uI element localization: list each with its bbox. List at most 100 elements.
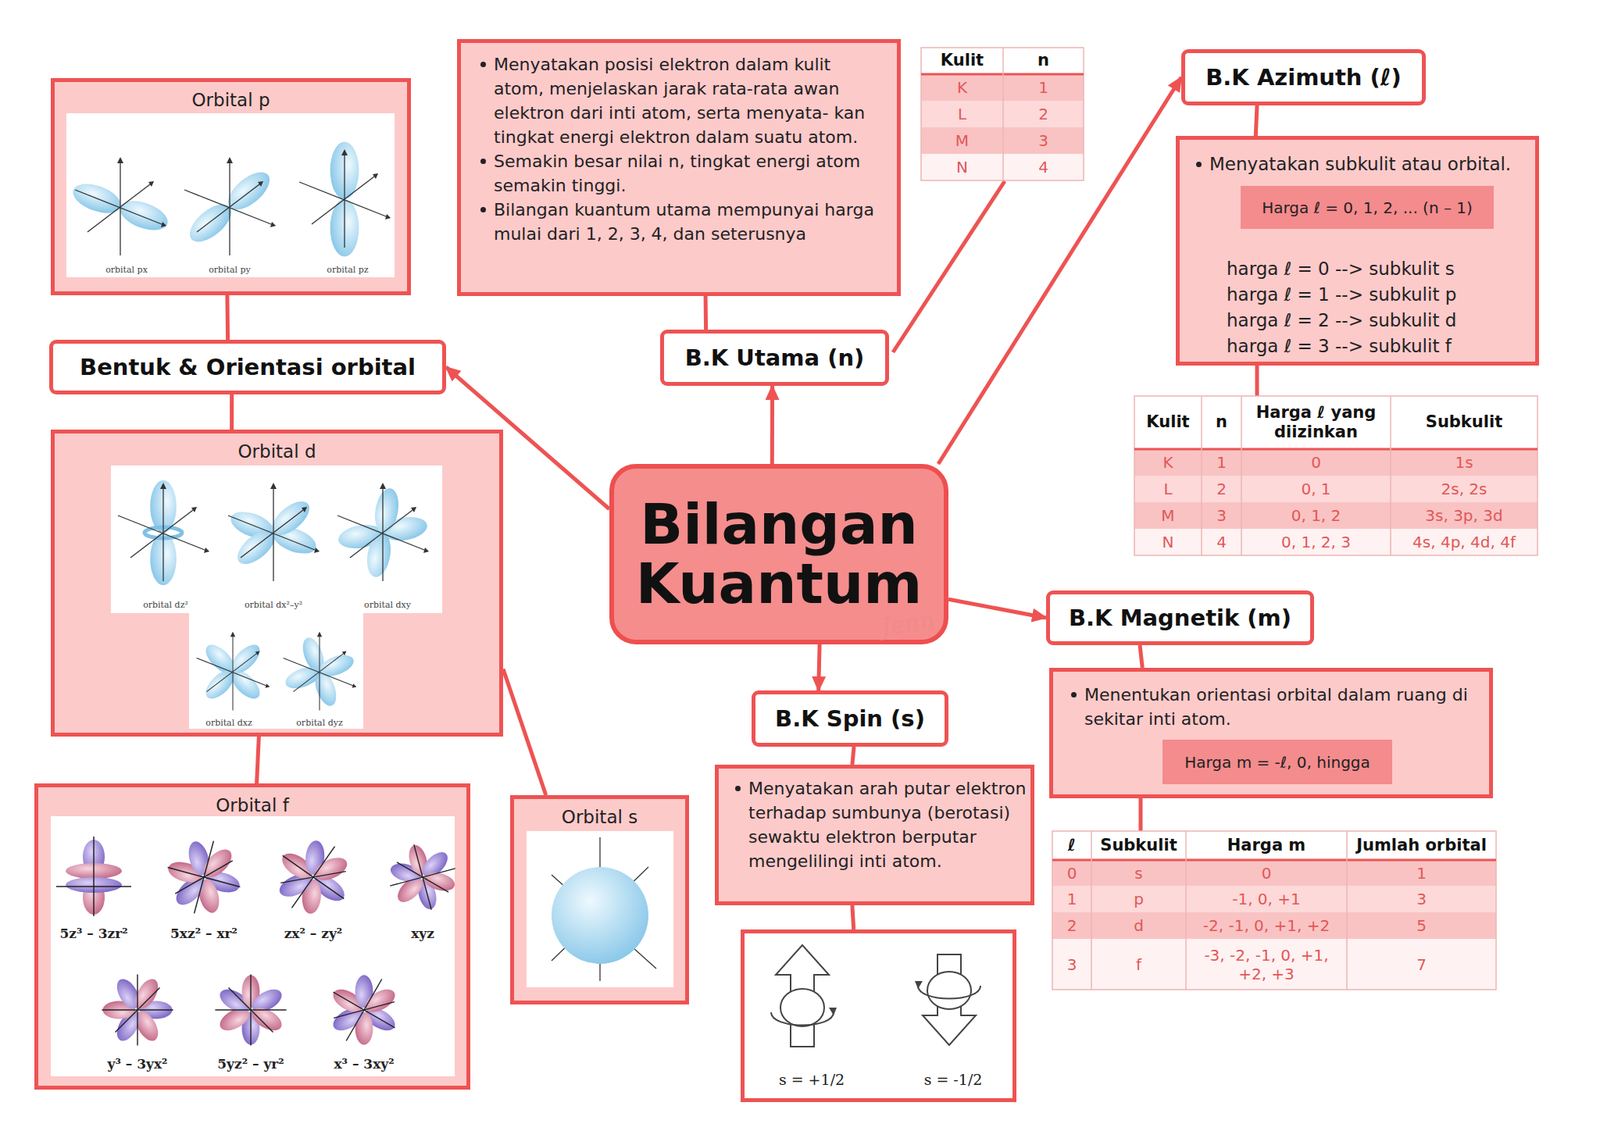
connector-line bbox=[703, 296, 709, 330]
d-orbital bbox=[227, 482, 320, 582]
table-row-bg bbox=[1052, 912, 1497, 940]
p-orbital bbox=[299, 141, 391, 257]
panel-title: Orbital s bbox=[514, 807, 686, 828]
table-row-bg bbox=[1134, 475, 1538, 503]
table-cell: 1 bbox=[1052, 885, 1092, 913]
table-cell: M bbox=[1134, 502, 1202, 529]
f-orbital bbox=[157, 831, 250, 924]
rotation-head bbox=[828, 1007, 837, 1016]
bullet-text: Bilangan kuantum utama mempunyai harga m… bbox=[493, 197, 886, 247]
axis-line bbox=[56, 885, 132, 888]
table-cell: 2 bbox=[1003, 100, 1084, 128]
table-row-bg bbox=[921, 153, 1084, 181]
axes bbox=[196, 632, 271, 711]
image-panel bbox=[526, 831, 674, 988]
d-orbital bbox=[282, 632, 357, 711]
node-text: s = +1/2 bbox=[764, 1071, 859, 1089]
table-cell: -2, -1, 0, +1, +2 bbox=[1185, 912, 1347, 940]
table-cell: p bbox=[1091, 885, 1186, 913]
orbital-formula: zx² – zy² bbox=[284, 925, 343, 942]
f-orbital bbox=[381, 835, 465, 919]
table-cell: L bbox=[1134, 475, 1202, 503]
spin-arrow bbox=[922, 954, 976, 1046]
node-text: s = -1/2 bbox=[906, 1071, 1000, 1089]
spin-up-symbol bbox=[771, 945, 837, 1047]
connector-arrow bbox=[770, 385, 775, 465]
panel-title: Orbital d bbox=[54, 441, 500, 462]
bullet-text: Menyatakan posisi elektron dalam kulit a… bbox=[493, 52, 886, 150]
table-cell: f bbox=[1091, 939, 1186, 990]
highlight-band: Harga ℓ = 0, 1, 2, ... (n – 1) bbox=[1240, 185, 1494, 229]
table-border bbox=[1134, 396, 1538, 556]
table-cell: 3 bbox=[1003, 127, 1084, 154]
node-text: Harga m = -ℓ, 0, hingga bbox=[1184, 753, 1371, 772]
axes bbox=[283, 632, 358, 711]
orbital-caption: orbital dxy bbox=[364, 600, 411, 611]
table-header: Kulit bbox=[1134, 396, 1202, 450]
node-text: harga ℓ = 0 --> subkulit s bbox=[1226, 257, 1455, 282]
table-cell: 3 bbox=[1201, 502, 1242, 529]
axes bbox=[117, 482, 210, 582]
orbital-formula: x³ – 3xy² bbox=[333, 1056, 394, 1072]
connector-arrow bbox=[938, 77, 1182, 465]
node-text: Bilangan Kuantum bbox=[614, 495, 944, 614]
orbital-caption: orbital dx²–y² bbox=[244, 600, 303, 611]
panel-title: Orbital p bbox=[54, 89, 408, 111]
table-cell: K bbox=[1134, 449, 1202, 476]
image-panel bbox=[189, 613, 364, 729]
table-row-bg bbox=[1052, 860, 1497, 886]
axis-line bbox=[92, 836, 95, 917]
table-cell: s bbox=[1091, 860, 1186, 886]
magnetic-table bbox=[1052, 831, 1497, 990]
spin-arrow bbox=[775, 945, 829, 1047]
axes bbox=[184, 157, 276, 256]
title-box: B.K Utama (n) bbox=[660, 329, 890, 386]
table-cell: 0, 1 bbox=[1241, 475, 1391, 503]
table-cell: 4 bbox=[1201, 528, 1242, 556]
table-cell: 3 bbox=[1346, 885, 1497, 913]
p-orbital bbox=[68, 157, 172, 256]
title-box: Bentuk & Orientasi orbital bbox=[49, 339, 447, 395]
leader-line bbox=[1139, 798, 1143, 832]
rotation-arrow bbox=[917, 985, 981, 1000]
table-cell: 2s, 2s bbox=[1390, 475, 1538, 503]
connector-line bbox=[225, 295, 230, 340]
orbital-formula: 5z³ – 3zr² bbox=[59, 925, 128, 942]
rotation-arrow bbox=[771, 1012, 834, 1026]
axes bbox=[299, 149, 391, 248]
orbital-caption: orbital px bbox=[105, 264, 148, 275]
d-orbital bbox=[117, 480, 210, 586]
bullet-text: Semakin besar nilai n, tingkat energi at… bbox=[493, 149, 886, 198]
connector-line bbox=[852, 905, 854, 930]
node-text: harga ℓ = 2 --> subkulit d bbox=[1226, 308, 1457, 333]
orbital-caption: orbital dz² bbox=[142, 600, 189, 611]
bullet-text: Menyatakan arah putar elektron terhadap … bbox=[748, 776, 1032, 874]
info-box: Menyatakan arah putar elektron terhadap … bbox=[714, 764, 1035, 906]
node-text: B.K Utama (n) bbox=[685, 344, 865, 372]
connector-arrow bbox=[948, 599, 1047, 618]
table-grid bbox=[1240, 396, 1243, 556]
table-rule bbox=[921, 73, 1084, 76]
spin-down-symbol bbox=[914, 954, 981, 1046]
f-orbital bbox=[315, 961, 414, 1060]
table-cell: 3 bbox=[1052, 939, 1092, 990]
connector-arrow bbox=[818, 644, 820, 691]
connector-arrow bbox=[446, 367, 610, 510]
table-rule bbox=[1134, 448, 1538, 451]
orbital-formula: y³ – 3yx² bbox=[107, 1056, 168, 1072]
table-grid bbox=[1185, 831, 1187, 990]
table-row-bg bbox=[921, 100, 1084, 128]
table-cell: 1 bbox=[1003, 74, 1084, 101]
electron-sphere bbox=[927, 971, 972, 1010]
shell-table bbox=[921, 47, 1084, 181]
table-cell: 2 bbox=[1052, 912, 1092, 940]
node-text: B.K Magnetik (m) bbox=[1068, 604, 1292, 632]
info-box: Menentukan orientasi orbital dalam ruang… bbox=[1049, 667, 1493, 799]
orbital-caption: orbital dyz bbox=[296, 717, 343, 729]
leader-line bbox=[1255, 365, 1260, 397]
table-cell: -1, 0, +1 bbox=[1185, 885, 1347, 913]
orbital-caption: orbital dxz bbox=[205, 717, 252, 729]
axes bbox=[337, 482, 429, 582]
connector-line bbox=[229, 394, 234, 430]
